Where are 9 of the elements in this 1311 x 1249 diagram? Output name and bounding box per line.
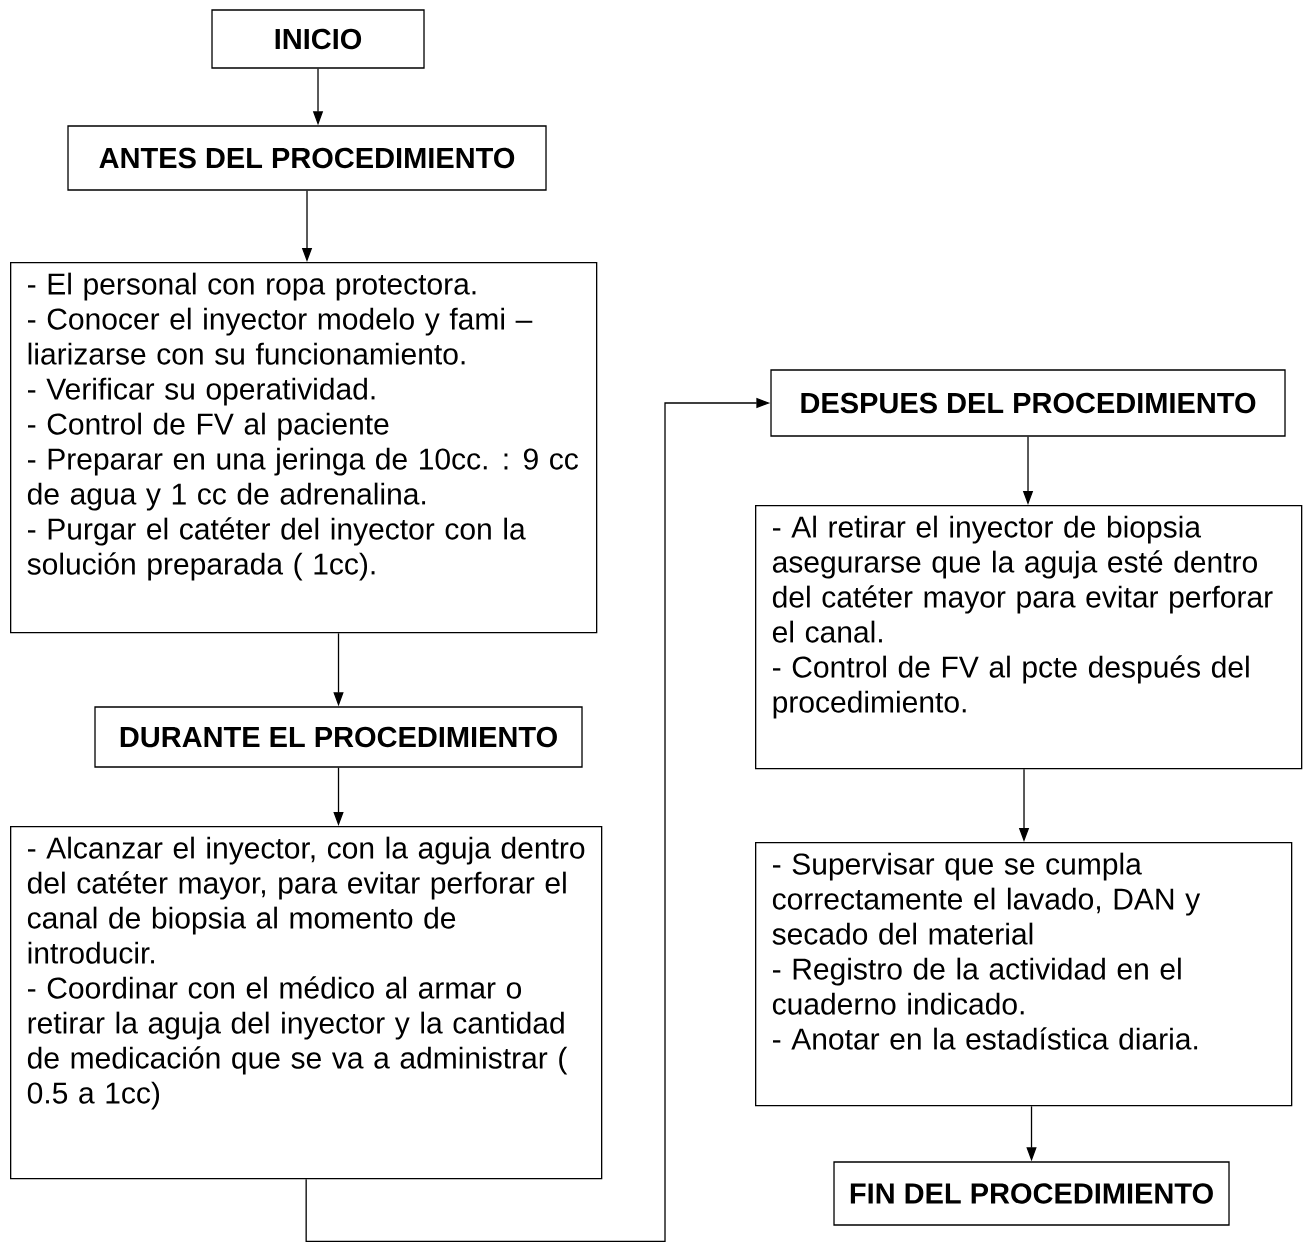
heading-box: DURANTE EL PROCEDIMIENTO xyxy=(94,706,583,768)
heading-box: ANTES DEL PROCEDIMIENTO xyxy=(67,125,547,191)
heading-box: FIN DEL PROCEDIMIENTO xyxy=(833,1161,1230,1226)
step-box: - Alcanzar el inyector, con la aguja dentro del catéter mayor, para evitar perforar el canal de biopsia al momento de introducir. - Coordinar con el médico al armar o retirar la aguja del inyector y la cantidad de medicación que se va a administrar ( 0.5 a 1cc) xyxy=(10,826,603,1180)
step-box: - Al retirar el inyector de biopsia asegurarse que la aguja esté dentro del catéter mayor para evitar perforar el canal. - Control de FV al pcte después del procedimiento. xyxy=(755,505,1303,770)
heading-box: INICIO xyxy=(211,9,425,69)
step-box: - El personal con ropa protectora. - Conocer el inyector modelo y fami – liarizarse con su funcionamiento. - Verificar su operatividad. - Control de FV al paciente - Preparar en una jeringa de 10cc. : 9 cc de agua y 1 cc de adrenalina. - Purgar el catéter del inyector con la solución preparada ( 1cc). xyxy=(10,262,598,634)
step-box: - Supervisar que se cumpla correctamente el lavado, DAN y secado del material - Registro de la actividad en el cuaderno indicado. - Anotar en la estadística diaria. xyxy=(755,842,1293,1107)
heading-box: DESPUES DEL PROCEDIMIENTO xyxy=(770,369,1286,437)
